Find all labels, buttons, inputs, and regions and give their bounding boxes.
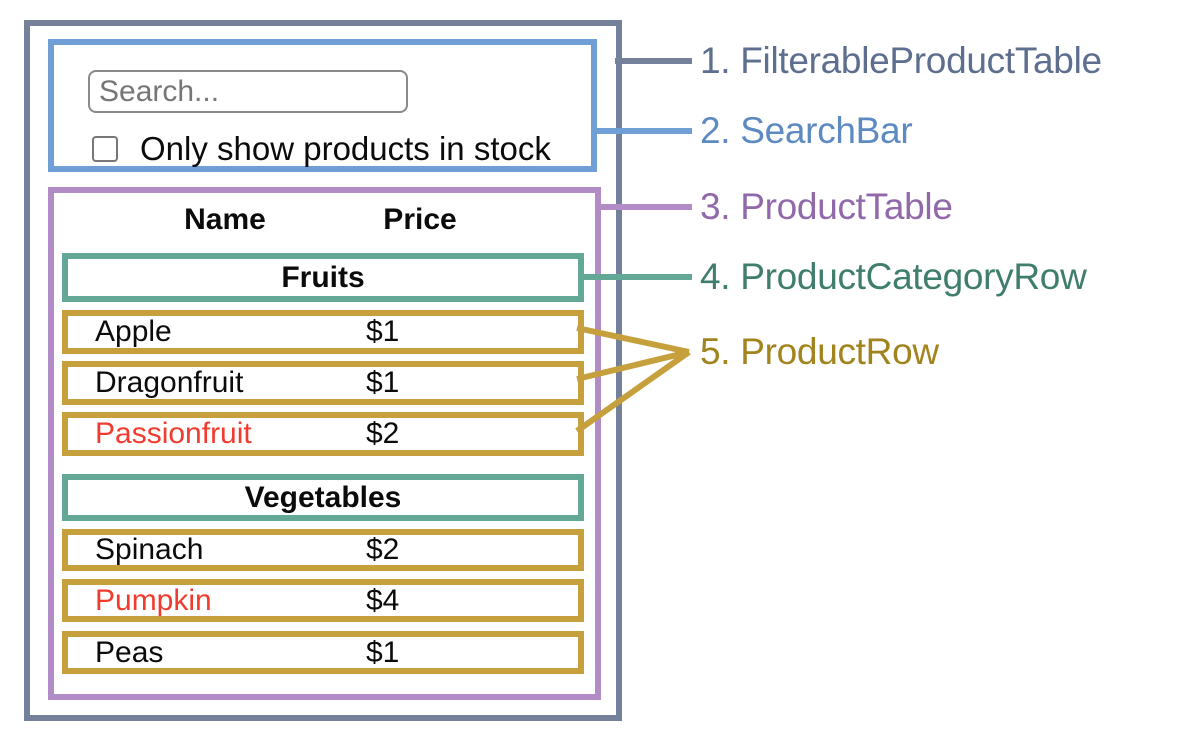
legend-product-table: 3. ProductTable <box>700 186 953 227</box>
product-name: Passionfruit <box>95 417 252 450</box>
category-label: Vegetables <box>244 480 402 514</box>
product-price: $2 <box>366 417 400 450</box>
stock-filter-row: Only show products in stock <box>92 130 551 168</box>
product-row-pumpkin: Pumpkin $4 <box>62 579 584 622</box>
column-header-name: Name <box>184 203 266 236</box>
search-input[interactable] <box>88 70 408 113</box>
legend-product-category-row: 4. ProductCategoryRow <box>700 256 1087 297</box>
search-bar-box: Only show products in stock <box>48 39 597 172</box>
product-price: $2 <box>366 533 400 566</box>
product-row-passionfruit: Passionfruit $2 <box>62 412 584 456</box>
product-name: Apple <box>95 315 172 348</box>
product-price: $1 <box>366 315 400 348</box>
category-label: Fruits <box>281 260 365 294</box>
product-name: Peas <box>95 635 164 669</box>
category-row-vegetables: Vegetables <box>62 474 584 521</box>
product-row-apple: Apple $1 <box>62 310 584 354</box>
legend-search-bar: 2. SearchBar <box>700 110 913 151</box>
product-name: Pumpkin <box>95 583 212 617</box>
product-price: $1 <box>366 366 400 399</box>
filterable-product-table-box: Only show products in stock Name Price F… <box>24 20 622 721</box>
in-stock-label: Only show products in stock <box>140 130 551 167</box>
product-row-dragonfruit: Dragonfruit $1 <box>62 361 584 405</box>
category-row-fruits: Fruits <box>62 253 584 302</box>
product-row-spinach: Spinach $2 <box>62 529 584 571</box>
product-name: Dragonfruit <box>95 366 244 399</box>
in-stock-checkbox[interactable] <box>92 136 118 162</box>
product-table-box: Name Price Fruits Apple $1 Dragonfruit $… <box>48 187 601 700</box>
legend-filterable-product-table: 1. FilterableProductTable <box>700 40 1102 81</box>
product-row-peas: Peas $1 <box>62 631 584 674</box>
legend-product-row: 5. ProductRow <box>700 331 939 372</box>
product-price: $4 <box>366 583 400 617</box>
product-price: $1 <box>366 635 400 669</box>
column-header-price: Price <box>383 203 457 236</box>
product-name: Spinach <box>95 533 204 566</box>
